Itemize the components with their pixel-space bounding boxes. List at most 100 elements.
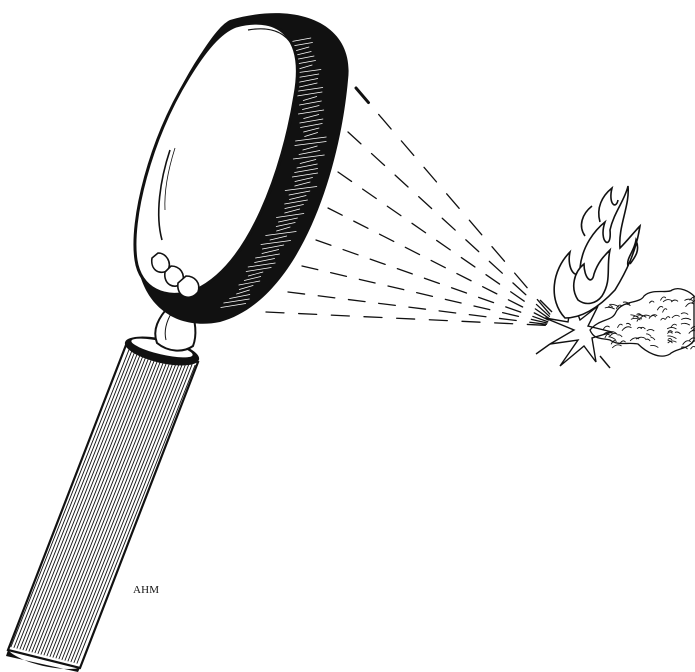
ray-dash [447,194,459,209]
ray-dash [424,278,439,283]
ray-dash [457,274,471,281]
smoke-stroke [684,299,692,301]
ray-dash [500,318,517,320]
ray-dash [429,320,447,321]
smoke-stroke [637,327,642,329]
ray-dash [395,175,408,187]
ray-dash [412,223,426,232]
ray-dash [469,315,486,317]
smoke-stroke [672,315,680,318]
ray-dash [331,315,349,316]
smoke-stroke [667,327,676,329]
ray-dash [354,221,368,228]
ray-dash [348,132,361,144]
artist-signature: AHM [133,584,159,596]
ray-dash [409,307,426,309]
ray-dash [495,323,513,324]
ray-dash [379,114,391,129]
ray-dash [364,317,382,318]
ray-dash [506,307,521,312]
smoke-stroke [649,301,654,303]
ray-dash [372,154,385,166]
ray-dash [452,288,467,293]
smoke-stroke [681,313,688,315]
ray-dash [331,273,347,277]
fire-flames [554,186,640,318]
smoke-stroke [622,327,632,331]
smoke-stroke [605,307,615,309]
ray-dash [527,324,545,325]
ray-dash [379,303,396,305]
smoke-stroke [675,332,681,334]
ray-dash [397,269,412,274]
ray-dash [401,141,413,156]
ray-dash [338,172,352,181]
smoke-stroke [651,338,655,340]
ray-dash [405,247,419,254]
smoke-stroke [686,303,694,307]
ray-dash [370,259,385,264]
smoke-stroke [665,317,670,320]
ray-dash [363,189,377,198]
smoke-stroke [690,346,695,349]
smoke-stroke [657,306,663,310]
ray-dash [343,250,358,255]
ray-dash [442,218,455,230]
ray-dash [299,314,317,315]
smoke-stroke [663,309,668,313]
smoke-stroke [650,345,658,347]
ray-dash [380,234,394,241]
smoke-stroke [603,326,610,330]
ray-dash [431,260,445,267]
smoke-stroke [645,339,650,341]
ray-dash [445,299,461,303]
smoke-stroke [667,332,672,334]
ray-dash [266,312,284,313]
smoke-stroke [617,324,622,328]
smoke-stroke [681,318,691,320]
ray-dash [387,206,401,215]
smoke-stroke [663,300,672,302]
ray-dash [348,300,365,302]
smoke-stroke [626,323,631,325]
ray-dash [474,306,490,310]
ray-dash [439,311,456,313]
smoke-stroke [661,318,666,320]
ray-dash [462,321,480,322]
ray-dash [492,247,504,262]
ray-dash [437,240,451,249]
smoke-stroke [630,338,639,341]
ray-dash [302,266,318,270]
ray-dash [479,297,494,302]
smoke-stroke [668,338,672,340]
smoke-stroke [646,334,651,337]
smoke-stroke [612,345,621,348]
ray-dash [486,275,500,284]
ray-dash [469,220,481,235]
smoke-texture [603,297,695,350]
ray-dash [328,208,342,215]
ray-dash [489,261,502,273]
ray-dash [318,296,335,298]
smoke-stroke [618,335,623,337]
ray-dash [359,279,375,283]
ray-dash [388,286,404,290]
ray-dash [419,197,432,209]
ray-dash [356,88,368,103]
magnifier-handle [6,331,202,672]
ray-dash [461,258,475,267]
ray-dash [503,313,519,317]
ray-dash [316,240,331,245]
smoke-stroke [681,323,690,325]
ray-dash [417,293,433,297]
ray-dash [466,240,479,252]
smoke-stroke [671,324,677,327]
smoke-stroke [671,300,678,302]
smoke-stroke [633,316,639,318]
smoke-stroke [647,329,654,331]
ray-dash [508,300,522,307]
ray-dash [511,292,525,301]
ray-dash [483,287,497,294]
smoke-stroke [605,334,610,338]
